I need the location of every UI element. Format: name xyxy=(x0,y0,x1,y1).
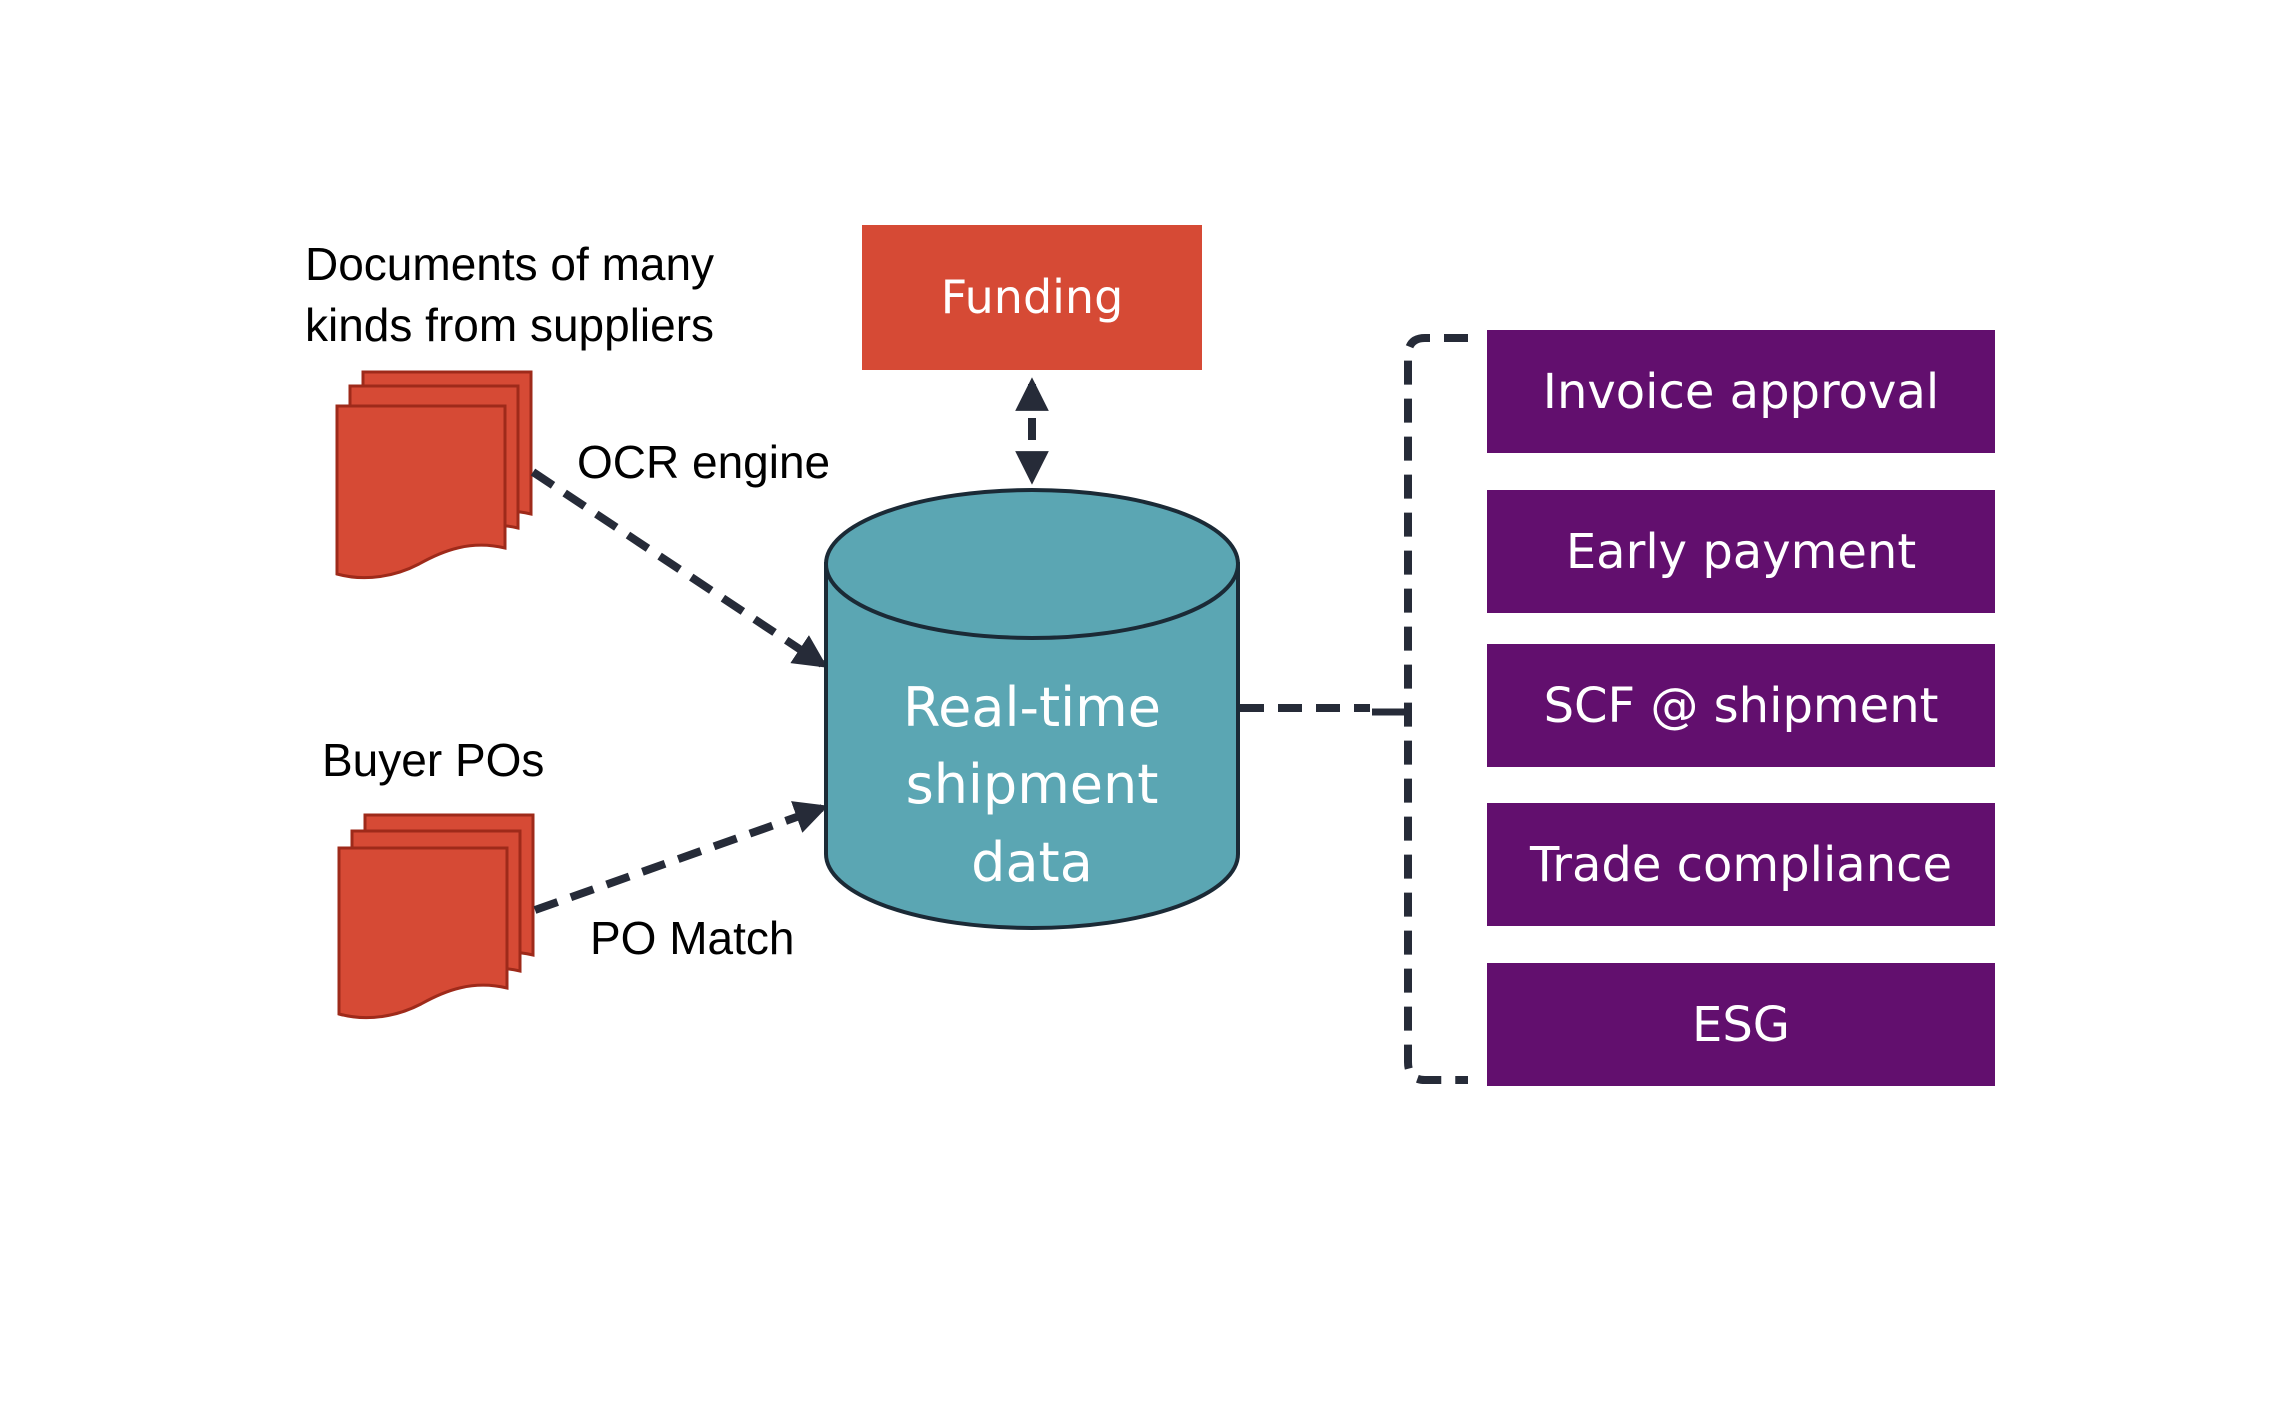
ocr-engine-connector xyxy=(530,468,828,668)
database-label-line2: shipment xyxy=(906,753,1159,816)
output-item-scf-at-shipment: SCF @ shipment xyxy=(1487,644,1995,767)
supplier-documents-caption-line2: kinds from suppliers xyxy=(305,299,714,351)
output-label: Early payment xyxy=(1566,524,1916,580)
output-item-trade-compliance: Trade compliance xyxy=(1487,803,1995,926)
funding-label: Funding xyxy=(941,270,1124,324)
supplier-documents-caption-line1: Documents of many xyxy=(305,238,714,290)
database-cylinder-icon xyxy=(824,488,1240,930)
output-item-esg: ESG xyxy=(1487,963,1995,1086)
po-match-label: PO Match xyxy=(590,912,795,964)
document-stack-icon xyxy=(335,370,533,580)
outputs-bracket xyxy=(1404,334,1468,1084)
database-label-line3: data xyxy=(971,831,1093,894)
output-label: Trade compliance xyxy=(1529,837,1952,893)
funding-box xyxy=(862,225,1202,370)
database-body xyxy=(824,562,1240,930)
supplier-documents-caption: Documents of many kinds from suppliers xyxy=(305,238,714,351)
output-box xyxy=(1487,803,1995,926)
document-stack-icon xyxy=(337,813,535,1020)
output-label: SCF @ shipment xyxy=(1544,678,1939,734)
output-item-early-payment: Early payment xyxy=(1487,490,1995,613)
document-sheet-front xyxy=(335,404,507,580)
ocr-engine-label: OCR engine xyxy=(577,436,830,488)
database-top xyxy=(824,488,1240,640)
buyer-pos-caption: Buyer POs xyxy=(322,734,544,786)
database-label-line1: Real-time xyxy=(903,676,1161,739)
po-match-connector xyxy=(533,801,829,914)
output-box xyxy=(1487,330,1995,453)
output-label: ESG xyxy=(1692,997,1790,1053)
po-sheet-front xyxy=(337,846,509,1020)
output-item-invoice-approval: Invoice approval xyxy=(1487,330,1995,453)
output-box xyxy=(1487,963,1995,1086)
output-box xyxy=(1487,644,1995,767)
output-label: Invoice approval xyxy=(1543,364,1939,420)
output-box xyxy=(1487,490,1995,613)
